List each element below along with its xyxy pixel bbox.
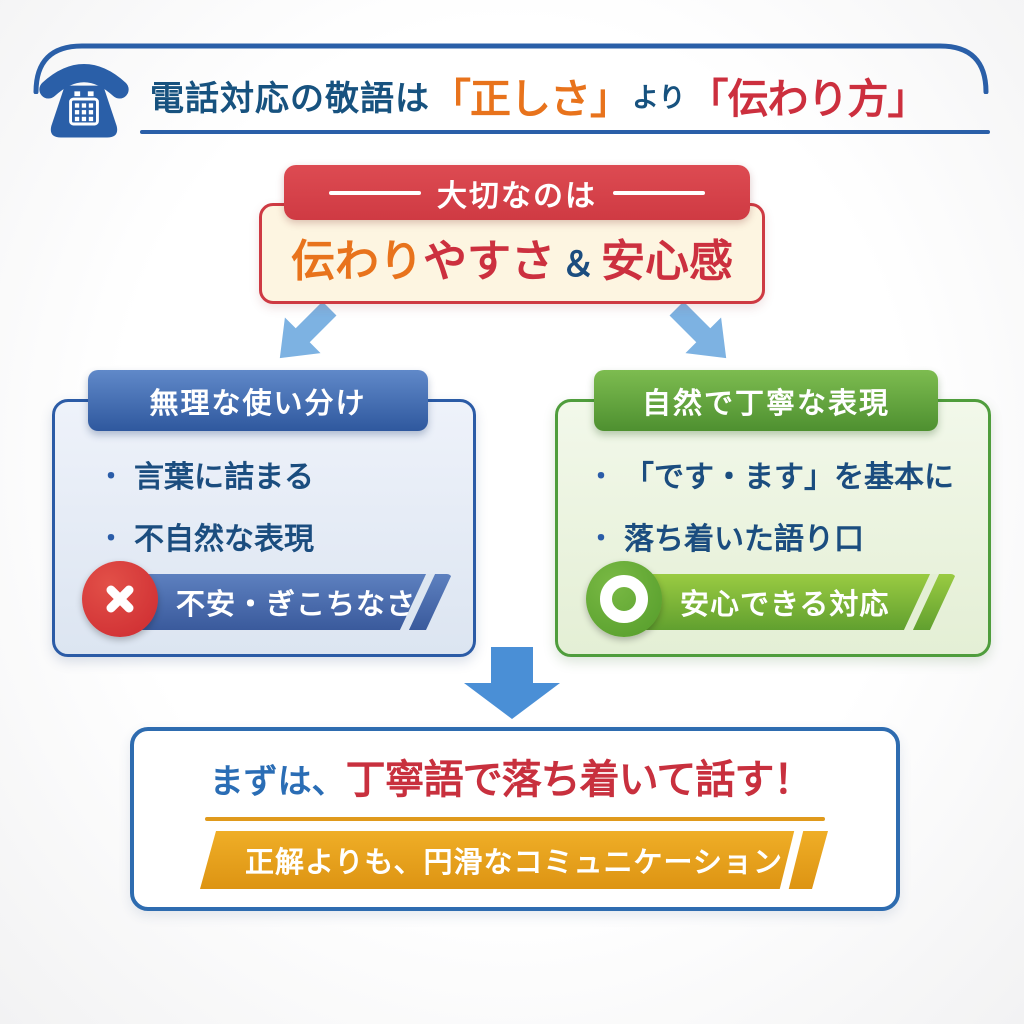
- conclusion-divider: [205, 817, 825, 821]
- conclusion-lead: まずは、: [209, 763, 346, 801]
- arrow-down-right-icon: [660, 292, 744, 376]
- anxiety-ribbon-label: 不安・ぎこちなさ: [176, 589, 417, 621]
- bullet-icon: ・: [588, 522, 615, 553]
- title-prefix: 電話対応の敬語は: [150, 79, 430, 118]
- key-point-part3: 安心感: [601, 237, 733, 286]
- natural-polite-list: ・ 「です・ます」を基本に ・ 落ち着いた語り口: [588, 452, 954, 558]
- bullet-icon: ・: [588, 460, 615, 491]
- communication-ribbon: 正解よりも、円滑なコミュニケーション: [200, 831, 828, 889]
- page-title: 電話対応の敬語は 「正しさ」 より 「伝わり方」: [150, 66, 1010, 124]
- conclusion-headline: まずは、 丁寧語で落ち着いて話す！: [130, 747, 892, 805]
- bullet-icon: ・: [98, 522, 125, 553]
- conclusion-emphasis: 丁寧語で落ち着いて話す！: [345, 758, 814, 802]
- list-item: ・ 「です・ます」を基本に: [588, 452, 954, 496]
- forced-usage-list: ・ 言葉に詰まる ・ 不自然な表現: [98, 452, 314, 558]
- forced-usage-tab: 無理な使い分け: [88, 370, 428, 431]
- arrow-down-icon: [464, 647, 560, 719]
- phone-icon: [39, 64, 129, 138]
- ampersand: ＆: [561, 246, 595, 284]
- x-mark-icon: [82, 561, 158, 637]
- list-item-label: 「です・ます」を基本に: [624, 461, 955, 494]
- natural-polite-tab: 自然で丁寧な表現: [594, 370, 938, 431]
- title-highlight-conveyance: 「伝わり方」: [687, 76, 928, 122]
- key-point-value: 伝わりやすさ＆安心感: [291, 225, 733, 289]
- communication-ribbon-label: 正解よりも、円滑なコミュニケーション: [245, 847, 783, 879]
- list-item-label: 落ち着いた語り口: [624, 523, 865, 556]
- anxiety-ribbon: 不安・ぎこちなさ: [118, 574, 452, 630]
- bullet-icon: ・: [98, 460, 125, 491]
- list-item-label: 言葉に詰まる: [134, 461, 315, 494]
- header-divider: [140, 130, 990, 134]
- arrow-down-left-icon: [262, 292, 346, 376]
- list-item: ・ 不自然な表現: [98, 514, 314, 558]
- list-item-label: 不自然な表現: [134, 523, 315, 556]
- o-ring: [600, 575, 648, 623]
- list-item: ・ 落ち着いた語り口: [588, 514, 954, 558]
- key-point-part2: やすさ: [423, 237, 555, 286]
- title-connector: より: [632, 82, 686, 113]
- title-highlight-correctness: 「正しさ」: [430, 76, 631, 122]
- dash-line-left: [329, 190, 421, 195]
- key-point-part1: 伝わり: [291, 237, 423, 286]
- o-mark-icon: [586, 561, 662, 637]
- top-arc-border: [33, 43, 989, 94]
- dash-line-right: [613, 190, 705, 195]
- key-point-banner-label: 大切なのは: [437, 179, 597, 213]
- reassurance-ribbon-label: 安心できる対応: [680, 589, 890, 621]
- key-point-banner: 大切なのは: [284, 165, 750, 220]
- list-item: ・ 言葉に詰まる: [98, 452, 314, 496]
- reassurance-ribbon: 安心できる対応: [622, 574, 956, 630]
